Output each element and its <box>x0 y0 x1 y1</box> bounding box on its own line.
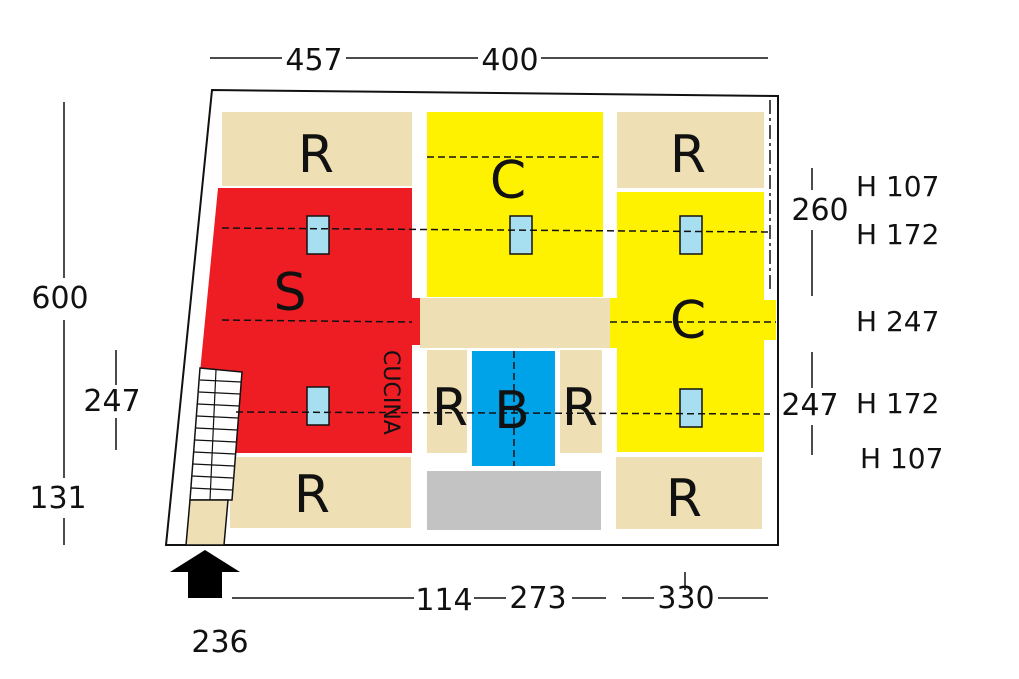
dim-entrance: 236 <box>191 625 248 660</box>
height-label: H 107 <box>856 170 939 203</box>
room-r-bottom-right-label: R <box>666 469 702 529</box>
windows <box>306 215 703 428</box>
dim-top-left: 457 <box>285 43 342 78</box>
kitchen-label: CUCINA <box>378 350 403 435</box>
dim-left-total: 600 <box>31 281 88 316</box>
room-r-bottom-right <box>616 457 762 529</box>
window-c-middle <box>509 215 533 255</box>
dim-left-bottom: 131 <box>29 481 86 516</box>
stairs-icon <box>189 367 243 501</box>
height-label: H 172 <box>856 387 939 420</box>
room-r-mid-right <box>560 350 602 453</box>
room-c-right-label: C <box>670 291 706 351</box>
dim-right-upper: 260 <box>791 193 848 228</box>
room-r-top-right <box>617 112 764 188</box>
dim-right-lower: 247 <box>781 388 838 423</box>
window-s-bottom <box>306 386 330 426</box>
hallway <box>420 298 610 348</box>
height-label: H 172 <box>856 218 939 251</box>
dim-bottom-2: 273 <box>509 581 566 616</box>
room-b-label: B <box>494 381 530 441</box>
room-c-top-label: C <box>490 151 526 211</box>
room-r-top-left-label: R <box>298 125 334 185</box>
dim-top-right: 400 <box>481 43 538 78</box>
room-r-bottom-left <box>230 457 411 528</box>
window-c-right-top <box>679 215 703 255</box>
room-s-label: S <box>273 263 306 323</box>
room-r-top-left <box>222 112 412 186</box>
room-c-top-middle <box>427 112 603 297</box>
section-lines <box>221 156 776 466</box>
window-c-right-bottom <box>679 388 703 428</box>
window-s-top <box>306 215 330 255</box>
dim-left-middle: 247 <box>83 384 140 419</box>
entrance-landing <box>185 499 229 546</box>
dim-bottom-1: 114 <box>415 583 472 618</box>
height-label: H 107 <box>860 442 943 475</box>
room-r-mid-left-label: R <box>432 378 468 438</box>
dim-bottom-3: 330 <box>657 581 714 616</box>
room-r-mid-right-label: R <box>562 378 598 438</box>
dimension-lines <box>63 57 813 599</box>
room-r-mid-left <box>427 350 467 453</box>
room-r-bottom-left-label: R <box>294 465 330 525</box>
height-label: H 247 <box>856 305 939 338</box>
utility-room <box>427 471 601 530</box>
entrance-arrow-icon <box>170 550 240 598</box>
room-r-top-right-label: R <box>670 125 706 185</box>
